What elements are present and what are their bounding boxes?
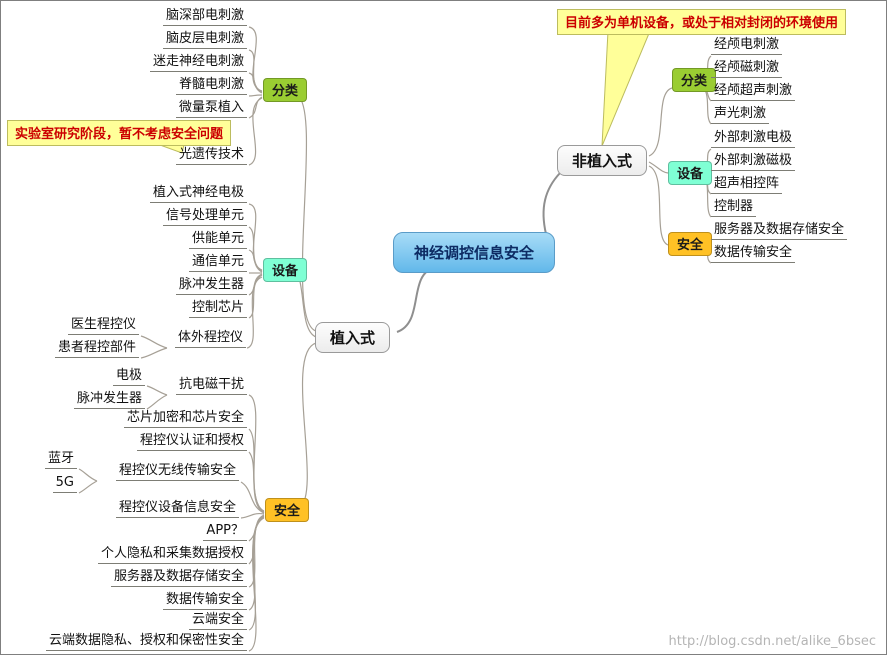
node-ext-magnet[interactable]: 外部刺激磁极 [711, 153, 796, 171]
node-device-info-security[interactable]: 程控仪设备信息安全 [115, 500, 239, 518]
node-ext-electrode[interactable]: 外部刺激电极 [711, 130, 796, 148]
node-optogenetics[interactable]: 光遗传技术 [175, 147, 247, 165]
node-5g[interactable]: 5G [52, 475, 77, 493]
central-topic-node[interactable]: 神经调控信息安全 [393, 232, 556, 273]
node-cloud-privacy[interactable]: 云端数据隐私、授权和保密性安全 [45, 633, 247, 651]
implantable-node[interactable]: 植入式 [315, 322, 391, 353]
node-spinal-stim[interactable]: 脊髓电刺激 [175, 77, 247, 95]
node-cloud-security[interactable]: 云端安全 [188, 612, 247, 630]
watermark: http://blog.csdn.net/alike_6bsec [668, 634, 876, 649]
node-emi-electrode[interactable]: 电极 [112, 368, 145, 386]
node-app[interactable]: APP？ [203, 523, 247, 541]
node-sound-light[interactable]: 声光刺激 [711, 106, 770, 124]
node-controller[interactable]: 控制器 [711, 199, 757, 217]
tag-category-right[interactable]: 分类 [672, 68, 717, 92]
node-chip-encryption[interactable]: 芯片加密和芯片安全 [123, 410, 247, 428]
node-tus[interactable]: 经颅超声刺激 [711, 83, 796, 101]
non-implantable-node[interactable]: 非植入式 [557, 145, 648, 176]
node-implanted-electrode[interactable]: 植入式神经电极 [149, 185, 247, 203]
tag-security-left[interactable]: 安全 [265, 498, 310, 522]
node-server-storage[interactable]: 服务器及数据存储安全 [110, 569, 247, 587]
tag-device-right[interactable]: 设备 [668, 161, 713, 185]
node-ultrasound-array[interactable]: 超声相控阵 [711, 176, 783, 194]
lab-stage-callout[interactable]: 实验室研究阶段，暂不考虑安全问题 [7, 120, 232, 146]
node-programmer-auth[interactable]: 程控仪认证和授权 [136, 433, 247, 451]
tag-device-left[interactable]: 设备 [263, 258, 308, 282]
node-external-programmer[interactable]: 体外程控仪 [174, 330, 246, 348]
node-cortical-stim[interactable]: 脑皮层电刺激 [162, 31, 247, 49]
node-micropump-implant[interactable]: 微量泵植入 [175, 100, 247, 118]
node-power-unit[interactable]: 供能单元 [188, 231, 247, 249]
node-bluetooth[interactable]: 蓝牙 [44, 451, 77, 469]
node-deep-brain-stim[interactable]: 脑深部电刺激 [162, 8, 247, 26]
node-server-storage-right[interactable]: 服务器及数据存储安全 [711, 222, 848, 240]
node-privacy-authorization[interactable]: 个人隐私和采集数据授权 [97, 546, 247, 564]
tag-category-left[interactable]: 分类 [263, 78, 308, 102]
node-patient-programmer[interactable]: 患者程控部件 [54, 340, 139, 358]
node-vagus-stim[interactable]: 迷走神经电刺激 [149, 54, 247, 72]
node-comm-unit[interactable]: 通信单元 [188, 254, 247, 272]
node-wireless-security[interactable]: 程控仪无线传输安全 [115, 463, 239, 481]
node-data-transmission-right[interactable]: 数据传输安全 [711, 245, 796, 263]
node-tes[interactable]: 经颅电刺激 [711, 37, 783, 55]
node-anti-emi[interactable]: 抗电磁干扰 [175, 377, 247, 395]
node-data-transmission[interactable]: 数据传输安全 [162, 592, 247, 610]
node-tms[interactable]: 经颅磁刺激 [711, 60, 783, 78]
node-emi-pulse-generator[interactable]: 脉冲发生器 [73, 391, 145, 409]
tag-security-right[interactable]: 安全 [668, 232, 713, 256]
node-control-chip[interactable]: 控制芯片 [188, 300, 247, 318]
node-pulse-generator[interactable]: 脉冲发生器 [175, 277, 247, 295]
node-signal-unit[interactable]: 信号处理单元 [162, 208, 247, 226]
node-doctor-programmer[interactable]: 医生程控仪 [67, 317, 139, 335]
standalone-device-callout[interactable]: 目前多为单机设备，或处于相对封闭的环境使用 [557, 9, 847, 35]
